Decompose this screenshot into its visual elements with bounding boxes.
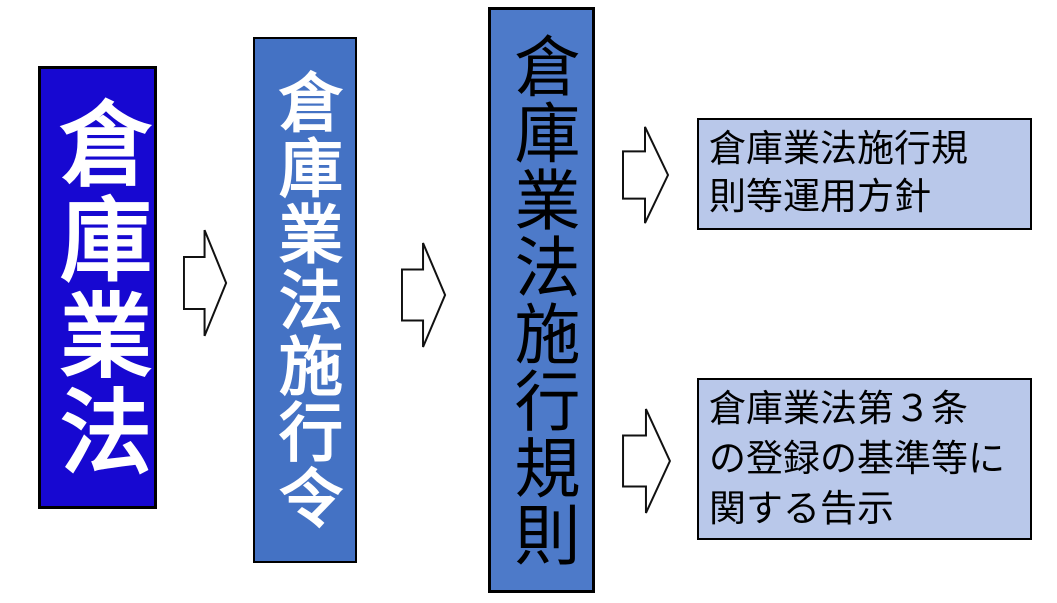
node-operation-policy-line2: 則等運用方針: [709, 175, 931, 218]
block-arrow-right-icon: [401, 241, 447, 349]
node-registration-standards-notice-line1: 倉庫業法第３条: [709, 387, 968, 430]
node-registration-standards-notice-line3: 関する告示: [709, 487, 894, 530]
node-enforcement-order-label: 倉庫業法施行令: [268, 69, 342, 531]
node-operation-policy: 倉庫業法施行規 則等運用方針: [697, 118, 1032, 230]
node-enforcement-regulations-label: 倉庫業法施行規則: [503, 32, 581, 568]
block-arrow-right-icon: [183, 228, 228, 338]
node-operation-policy-line1: 倉庫業法施行規: [709, 127, 968, 170]
node-enforcement-order: 倉庫業法施行令: [253, 37, 357, 563]
node-warehouse-business-act: 倉庫業法: [38, 66, 157, 509]
node-warehouse-business-act-label: 倉庫業法: [44, 95, 152, 480]
node-registration-standards-notice-line2: の登録の基準等に: [709, 437, 1005, 480]
block-arrow-right-icon: [622, 407, 672, 515]
node-registration-standards-notice: 倉庫業法第３条 の登録の基準等に 関する告示: [697, 378, 1032, 540]
node-enforcement-regulations: 倉庫業法施行規則: [488, 7, 595, 593]
block-arrow-right-icon: [622, 125, 670, 225]
